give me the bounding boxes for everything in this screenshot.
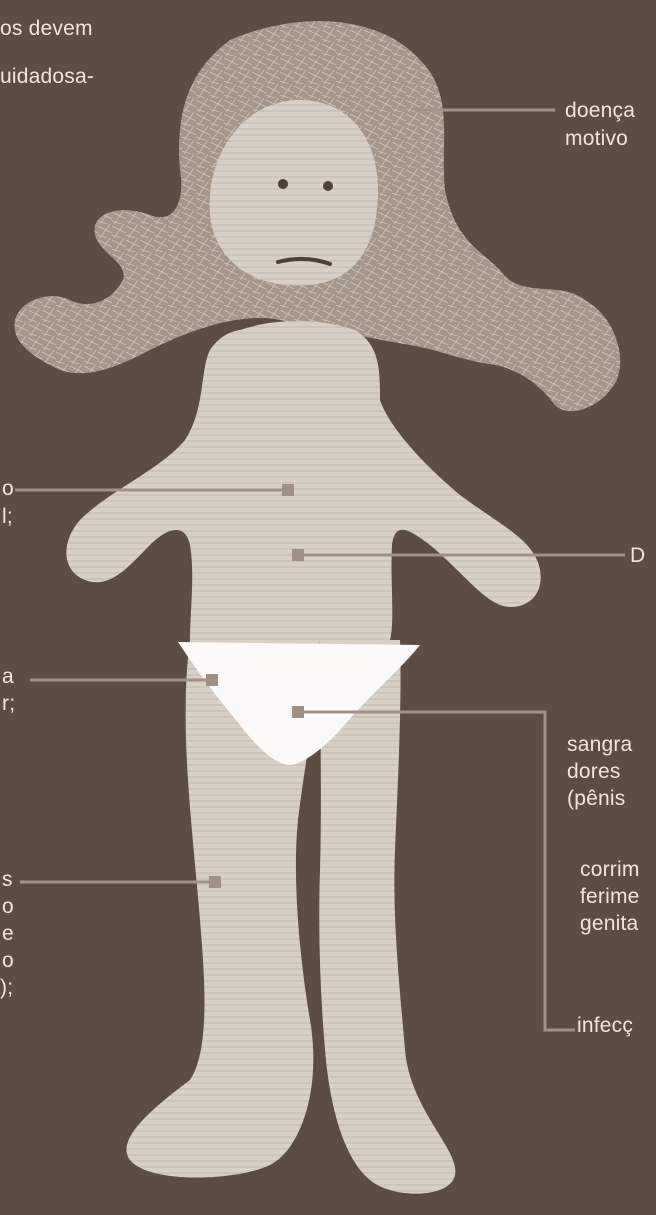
leg-left-line-4: o [2,947,14,974]
top-text-line-2: uidadosa- [0,63,94,90]
hair-label-line-1: doença [565,97,635,124]
pelvis-left-line-2: r; [2,690,15,717]
genital-line-4: corrim [580,856,640,883]
chest-left-line-2: l; [2,503,13,530]
leg-left-line-2: o [2,893,14,920]
belly-right-label: D [630,542,645,569]
genital-line-1: sangra [567,731,632,758]
top-text-line-1: os devem [0,15,93,42]
genital-line-5: ferime [580,883,640,910]
hair-label-line-2: motivo [565,125,628,152]
genital-line-2: dores [567,758,621,785]
torso [66,321,540,640]
left-eye [278,179,288,189]
right-eye [323,181,333,191]
pelvis-left-line-1: a [2,663,14,690]
leg-left-line-5: ); [0,974,13,1001]
genital-line-7: infecç [577,1012,633,1039]
genital-line-6: genita [580,910,638,937]
leg-left-line-3: e [2,920,14,947]
genital-line-3: (pênis [567,785,625,812]
chest-left-line-1: o [2,475,14,502]
leg-left-line-1: s [2,866,13,893]
